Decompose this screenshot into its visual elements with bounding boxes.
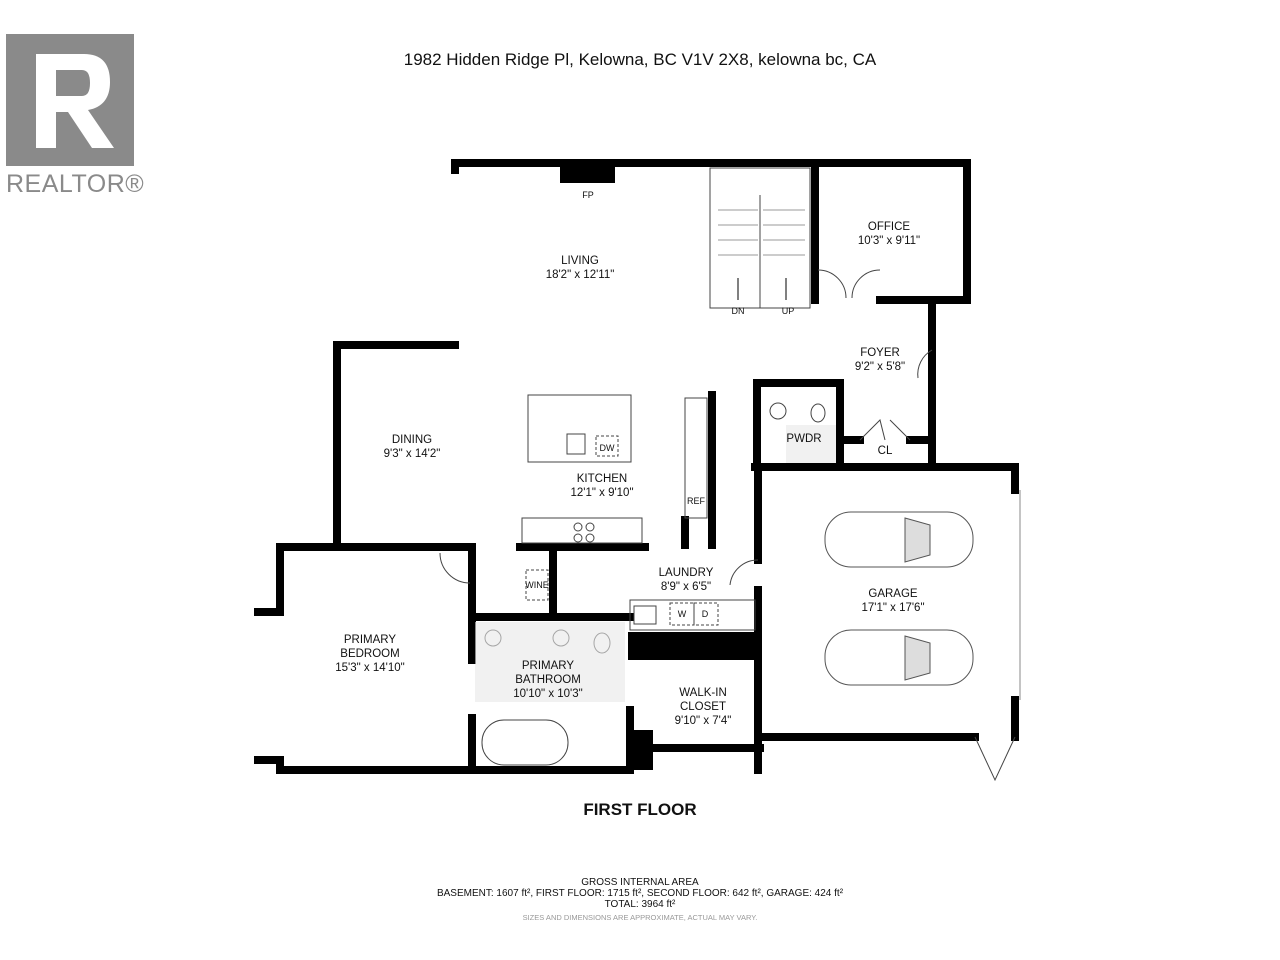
stairs-down-label: DN [731, 306, 745, 316]
property-address: 1982 Hidden Ridge Pl, Kelowna, BC V1V 2X… [403, 50, 877, 69]
floor-label: FIRST FLOOR [583, 800, 697, 819]
realtor-logo: REALTOR® [6, 34, 145, 199]
kitchen-island [527, 394, 632, 463]
gross-area-title: GROSS INTERNAL AREA [581, 877, 699, 888]
island-sink [566, 433, 586, 455]
refrigerator-label: REF [687, 496, 705, 506]
realtor-logo-text: REALTOR® [6, 170, 145, 198]
room-powder: PWDR [786, 433, 822, 445]
walls [254, 159, 1019, 774]
room-closet: CL [877, 445, 893, 457]
wine-label: WINE [525, 580, 549, 590]
area-total: TOTAL: 3964 ft² [604, 899, 676, 910]
stairs-up-label: UP [781, 306, 795, 316]
washer-label: W [677, 609, 687, 619]
dryer-label: D [701, 609, 709, 619]
dishwasher [595, 435, 619, 457]
car-1 [824, 511, 974, 568]
realtor-logo-icon [6, 34, 134, 166]
dishwasher-label: DW [599, 443, 615, 453]
car-2 [824, 629, 974, 686]
area-breakdown: BASEMENT: 1607 ft², FIRST FLOOR: 1715 ft… [436, 888, 844, 899]
disclaimer: SIZES AND DIMENSIONS ARE APPROXIMATE, AC… [522, 913, 758, 922]
fireplace-label: FP [582, 190, 594, 200]
